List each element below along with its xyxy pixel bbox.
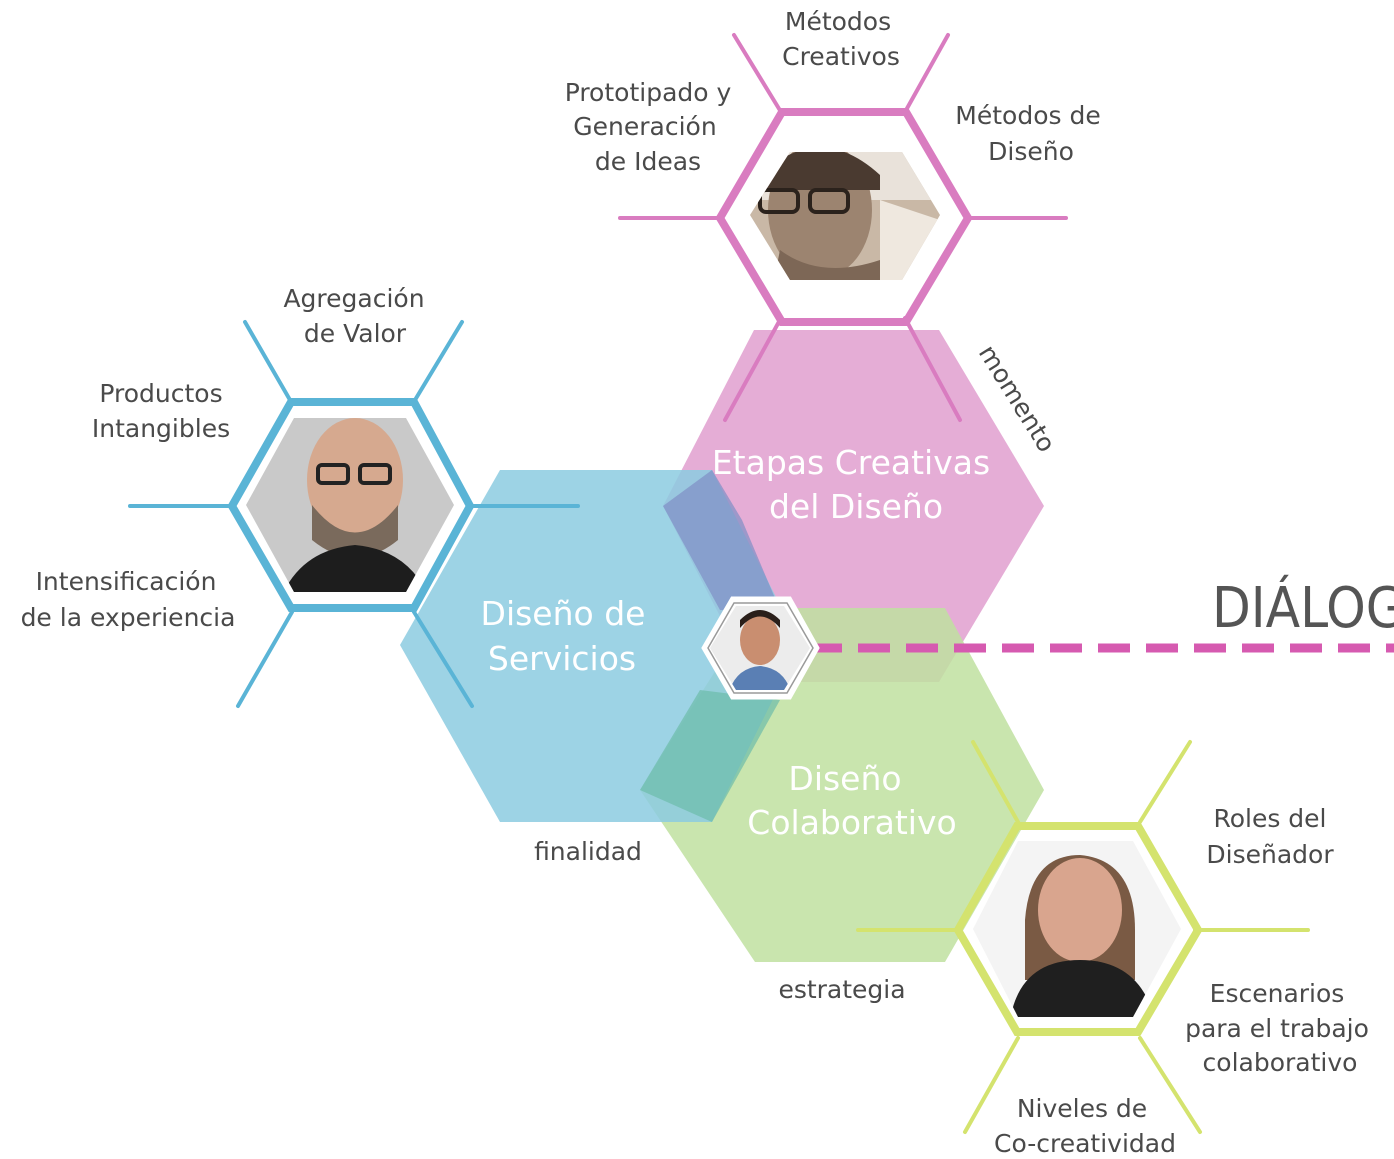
overlap-blue-pink [663,470,780,610]
pink-cluster [618,33,1068,422]
pink-cluster-labels: Métodos Creativos Prototipado y Generaci… [565,7,1101,176]
label-metodos-creativos-2: Creativos [782,42,900,71]
blue-cluster [128,320,580,708]
label-metodos-diseno-1: Métodos de [955,101,1100,130]
label-niveles-2: Co-creatividad [994,1129,1176,1158]
label-roles-1: Roles del [1213,804,1326,833]
label-productos-2: Intangibles [92,414,230,443]
label-productos-1: Productos [99,379,222,408]
label-escenarios-3: colaborativo [1203,1048,1358,1077]
label-escenarios-2: para el trabajo [1185,1014,1369,1043]
green-cluster-labels: Roles del Diseñador Escenarios para el t… [994,804,1369,1158]
label-diseno-de: Diseño de [481,594,646,633]
label-etapas-creativas: Etapas Creativas [712,443,990,482]
label-del-diseno: del Diseño [769,487,943,526]
label-finalidad: finalidad [534,837,642,866]
label-colaborativo: Colaborativo [747,803,956,842]
man-portrait-glasses-icon [246,418,454,592]
woman-portrait-icon [973,841,1181,1017]
hex-labels: Diseño de Servicios Etapas Creativas del… [481,443,991,842]
label-roles-2: Diseñador [1206,840,1334,869]
dialog-title: DIÁLOG [1212,576,1394,641]
label-agregacion-2: de Valor [304,319,407,348]
label-estrategia: estrategia [778,975,905,1004]
label-prototipado-2: Generación [573,112,716,141]
center-hexagon-border [707,602,814,694]
label-intensificacion-1: Intensificación [36,567,217,596]
label-escenarios-1: Escenarios [1210,979,1345,1008]
label-prototipado-1: Prototipado y [565,78,732,107]
label-metodos-creativos-1: Métodos [785,7,891,36]
label-prototipado-3: de Ideas [595,147,701,176]
label-diseno: Diseño [788,759,901,798]
blue-cluster-labels: Agregación de Valor Productos Intangible… [21,284,425,632]
label-intensificacion-2: de la experiencia [21,603,236,632]
label-niveles-1: Niveles de [1017,1094,1147,1123]
label-servicios: Servicios [488,639,636,678]
label-metodos-diseno-2: Diseño [988,137,1074,166]
label-agregacion-1: Agregación [283,284,424,313]
overlap-blue-green [640,690,780,822]
